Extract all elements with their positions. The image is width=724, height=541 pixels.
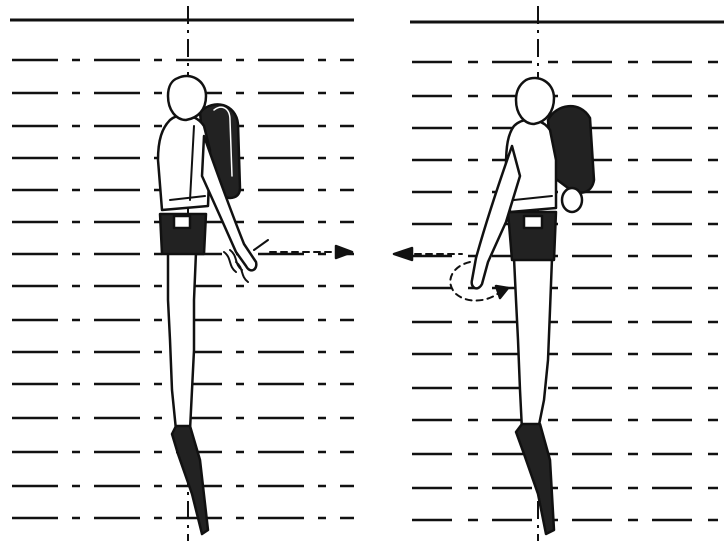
diver-legs-right — [514, 258, 552, 434]
diver-head-left — [168, 76, 206, 120]
tank-valve-right — [562, 188, 582, 212]
belt-buckle-right — [524, 216, 542, 228]
diver-head-right — [516, 78, 554, 124]
diver-left — [158, 76, 352, 534]
diver-legs-left — [168, 252, 196, 434]
diver-right — [394, 78, 594, 534]
belt-buckle-left — [174, 216, 190, 228]
fins-right — [516, 424, 554, 534]
